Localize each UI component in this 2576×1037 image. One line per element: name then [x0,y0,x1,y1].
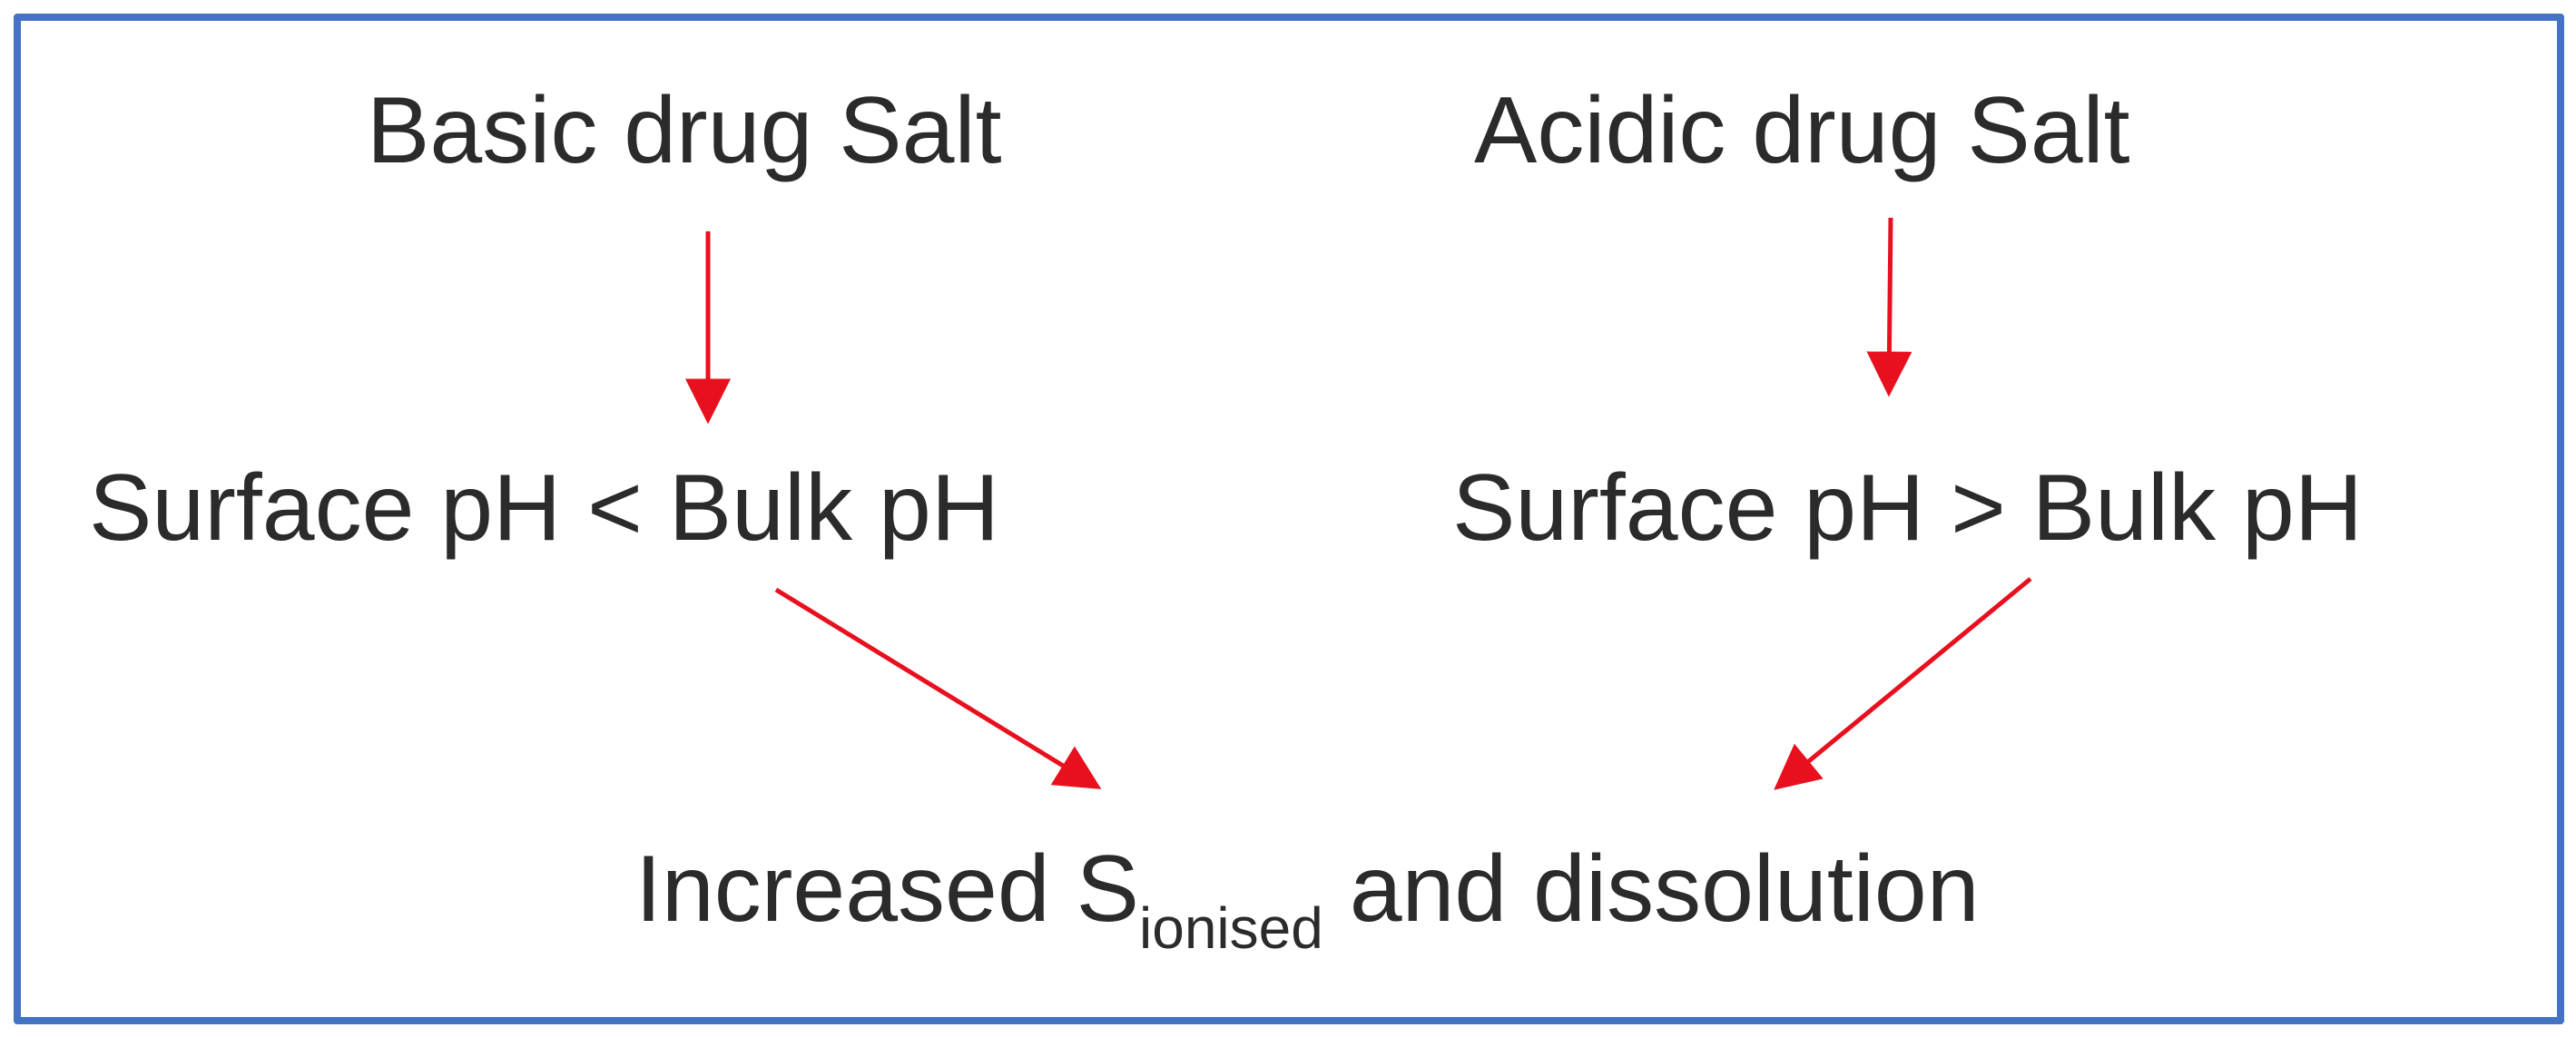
arrow-higher-to-result [1774,577,2032,790]
arrow-acidic-to-surface [1866,217,1912,397]
result-suffix: and dissolution [1322,836,1980,942]
diagram-frame [14,14,2564,1024]
result-subscript: ionised [1139,895,1323,961]
result-prefix: Increased S [635,836,1139,942]
node-basic-drug-salt: Basic drug Salt [367,78,1002,183]
node-surface-ph-higher: Surface pH > Bulk pH [1452,455,2363,561]
node-acidic-drug-salt: Acidic drug Salt [1474,78,2130,183]
node-increased-solubility: Increased Sionised and dissolution [635,842,1980,957]
node-surface-ph-lower: Surface pH < Bulk pH [89,455,999,561]
arrow-lower-to-result [774,587,1102,789]
